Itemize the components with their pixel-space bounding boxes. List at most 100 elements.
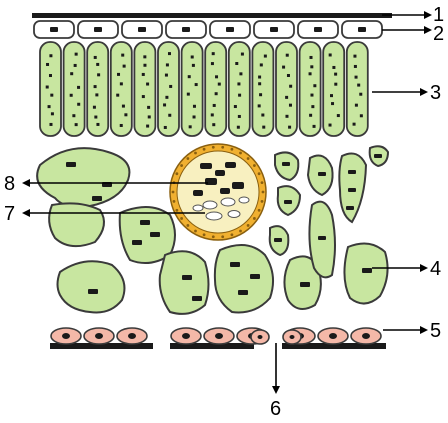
chloroplast xyxy=(237,82,240,85)
chloroplast xyxy=(165,96,168,99)
sheath-dot xyxy=(258,172,261,175)
chloroplast xyxy=(239,72,242,75)
chloroplast xyxy=(260,63,263,66)
chloroplast xyxy=(287,74,290,77)
label-3: 3 xyxy=(430,82,441,104)
chloroplast xyxy=(282,66,285,69)
chloroplast xyxy=(124,113,127,116)
chloroplast xyxy=(359,93,362,96)
chloroplast xyxy=(334,73,337,76)
sheath-dot xyxy=(221,146,224,149)
chloroplast xyxy=(49,74,52,77)
chloroplast xyxy=(143,64,146,67)
chloroplast xyxy=(360,114,363,117)
sheath-dot xyxy=(253,217,256,220)
sheath-dot xyxy=(258,209,261,212)
right-arrow-icon xyxy=(420,88,428,96)
lower-epidermis-nucleus xyxy=(215,333,223,339)
spongy-cell xyxy=(160,251,209,314)
sheath-dot xyxy=(231,233,234,236)
chloroplast xyxy=(286,54,289,57)
chloroplast xyxy=(353,123,356,126)
spongy-cell xyxy=(49,203,104,246)
chloroplast xyxy=(120,82,123,85)
chloroplast xyxy=(289,85,292,88)
upper-cuticle xyxy=(32,13,392,18)
chloroplast xyxy=(337,114,340,117)
spongy-cell xyxy=(37,148,129,207)
epidermis-nucleus xyxy=(182,27,190,32)
label-5: 5 xyxy=(430,320,441,342)
right-arrow-icon xyxy=(424,26,432,34)
chloroplast xyxy=(334,83,337,86)
epidermis-nucleus xyxy=(94,27,102,32)
sheath-dot xyxy=(261,200,264,203)
chloroplast xyxy=(122,105,125,108)
label-6: 6 xyxy=(270,398,281,420)
chloroplast xyxy=(310,56,313,59)
chloroplast xyxy=(116,94,119,97)
chloroplast xyxy=(285,115,288,118)
chloroplast xyxy=(310,65,313,68)
chloroplast xyxy=(46,86,49,89)
chloroplast xyxy=(163,103,166,106)
bundle-interior xyxy=(177,151,259,233)
down-arrow-icon xyxy=(272,386,280,394)
sheath-dot xyxy=(239,152,242,155)
chloroplast xyxy=(193,115,196,118)
left-arrow-icon xyxy=(22,209,30,217)
chloroplast xyxy=(77,86,80,89)
chloroplast xyxy=(187,93,190,96)
epidermis-nucleus xyxy=(50,27,58,32)
chloroplast xyxy=(288,126,291,129)
chloroplast xyxy=(169,85,172,88)
chloroplast xyxy=(51,112,54,115)
chloroplast xyxy=(313,125,316,128)
chloroplast xyxy=(77,103,80,106)
chloroplast xyxy=(94,116,97,119)
chloroplast xyxy=(191,55,194,58)
chloroplast xyxy=(355,76,358,79)
palisade-cell xyxy=(347,42,368,136)
chloroplast xyxy=(94,85,97,88)
sheath-dot xyxy=(262,191,265,194)
palisade-cell xyxy=(205,42,226,136)
chloroplast xyxy=(264,55,267,58)
spongy-cell xyxy=(339,153,366,222)
chloroplast xyxy=(49,54,52,57)
epidermis-nucleus xyxy=(358,27,366,32)
label-8: 8 xyxy=(4,173,15,195)
chloroplast xyxy=(329,124,332,127)
chloroplast xyxy=(193,105,196,108)
spongy-cell xyxy=(215,245,273,312)
sheath-dot xyxy=(175,209,178,212)
chloroplast xyxy=(258,104,261,107)
chloroplast xyxy=(165,74,168,77)
chloroplast xyxy=(258,76,261,79)
sheath-dot xyxy=(203,233,206,236)
sheath-dot xyxy=(180,217,183,220)
chloroplast xyxy=(311,105,314,108)
lower-epidermis-nucleus xyxy=(95,333,103,339)
chloroplast xyxy=(192,64,195,67)
sheath-dot xyxy=(212,146,215,149)
chloroplast xyxy=(329,53,332,56)
lower-epidermis-nucleus xyxy=(62,333,70,339)
chloroplast xyxy=(353,55,356,58)
chloroplast xyxy=(310,94,313,97)
chloroplast xyxy=(262,126,265,129)
chloroplast xyxy=(123,65,126,68)
palisade-cell xyxy=(64,42,85,136)
epidermis-nucleus xyxy=(270,27,278,32)
chloroplast xyxy=(213,104,216,107)
sheath-dot xyxy=(186,224,189,227)
chloroplast xyxy=(241,53,244,56)
sheath-dot xyxy=(247,157,250,160)
chloroplast xyxy=(215,92,218,95)
chloroplast xyxy=(93,106,96,109)
guard-cell-nucleus xyxy=(258,335,263,339)
chloroplast xyxy=(164,126,167,129)
chloroplast xyxy=(354,65,357,68)
chloroplast xyxy=(143,55,146,58)
